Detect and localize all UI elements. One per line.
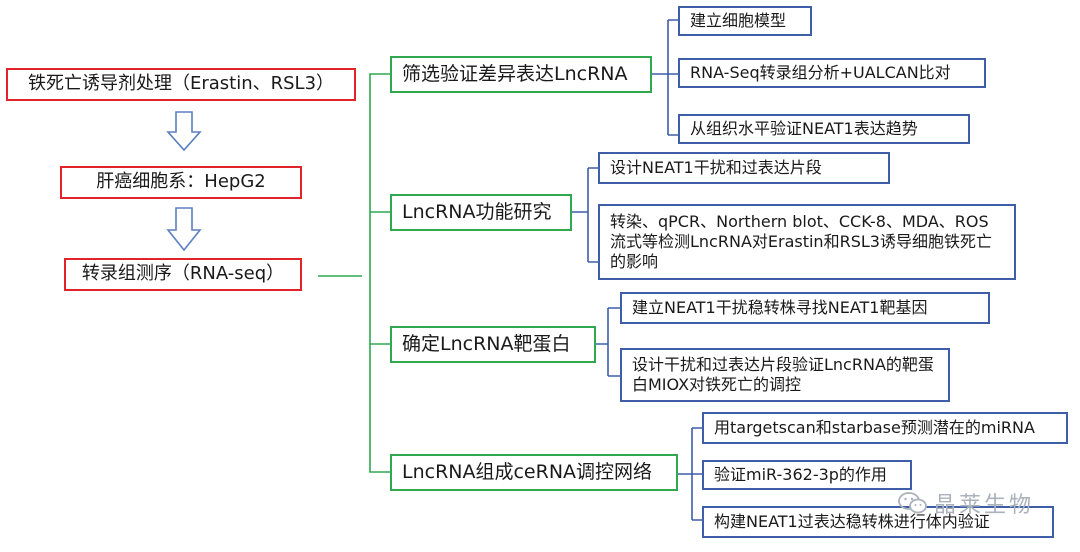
watermark: 晶莱生物 bbox=[898, 488, 1034, 518]
item-miox-regulation: 设计干扰和过表达片段验证LncRNA的靶蛋白MIOX对铁死亡的调控 bbox=[620, 348, 950, 402]
item-stable-knockdown: 建立NEAT1干扰稳转株寻找NEAT1靶基因 bbox=[620, 292, 990, 324]
main-bracket bbox=[318, 73, 390, 473]
branch-cerna-network: LncRNA组成ceRNA调控网络 bbox=[390, 454, 678, 491]
step-rna-seq: 转录组测序（RNA-seq） bbox=[64, 258, 302, 291]
branch2-bracket bbox=[572, 167, 598, 263]
item-function-assays: 转染、qPCR、Northern blot、CCK-8、MDA、ROS流式等检测… bbox=[598, 204, 1016, 280]
step-hepg2-cell-line: 肝癌细胞系：HepG2 bbox=[60, 166, 302, 199]
item-tissue-verify: 从组织水平验证NEAT1表达趋势 bbox=[678, 114, 970, 144]
item-cell-model: 建立细胞模型 bbox=[678, 6, 812, 36]
wechat-icon bbox=[898, 492, 927, 514]
branch3-bracket bbox=[596, 307, 620, 377]
watermark-text: 晶莱生物 bbox=[934, 493, 1035, 518]
branch-function: LncRNA功能研究 bbox=[390, 194, 572, 231]
step-erastin-treatment: 铁死亡诱导剂处理（Erastin、RSL3） bbox=[6, 68, 356, 101]
item-mir-362-3p: 验证miR-362-3p的作用 bbox=[702, 460, 912, 490]
item-mirna-prediction: 用targetscan和starbase预测潜在的miRNA bbox=[702, 412, 1068, 444]
item-design-fragments: 设计NEAT1干扰和过表达片段 bbox=[598, 152, 890, 184]
down-arrow-icon bbox=[166, 207, 202, 252]
branch1-bracket bbox=[652, 19, 678, 136]
branch4-bracket bbox=[678, 427, 702, 521]
branch-target-protein: 确定LncRNA靶蛋白 bbox=[390, 326, 596, 363]
branch-screening: 筛选验证差异表达LncRNA bbox=[390, 56, 652, 93]
item-in-vivo: 构建NEAT1过表达稳转株进行体内验证 bbox=[702, 506, 1054, 538]
down-arrow-icon bbox=[166, 111, 202, 152]
item-rnaseq-ualcan: RNA-Seq转录组分析+UALCAN比对 bbox=[678, 58, 986, 88]
